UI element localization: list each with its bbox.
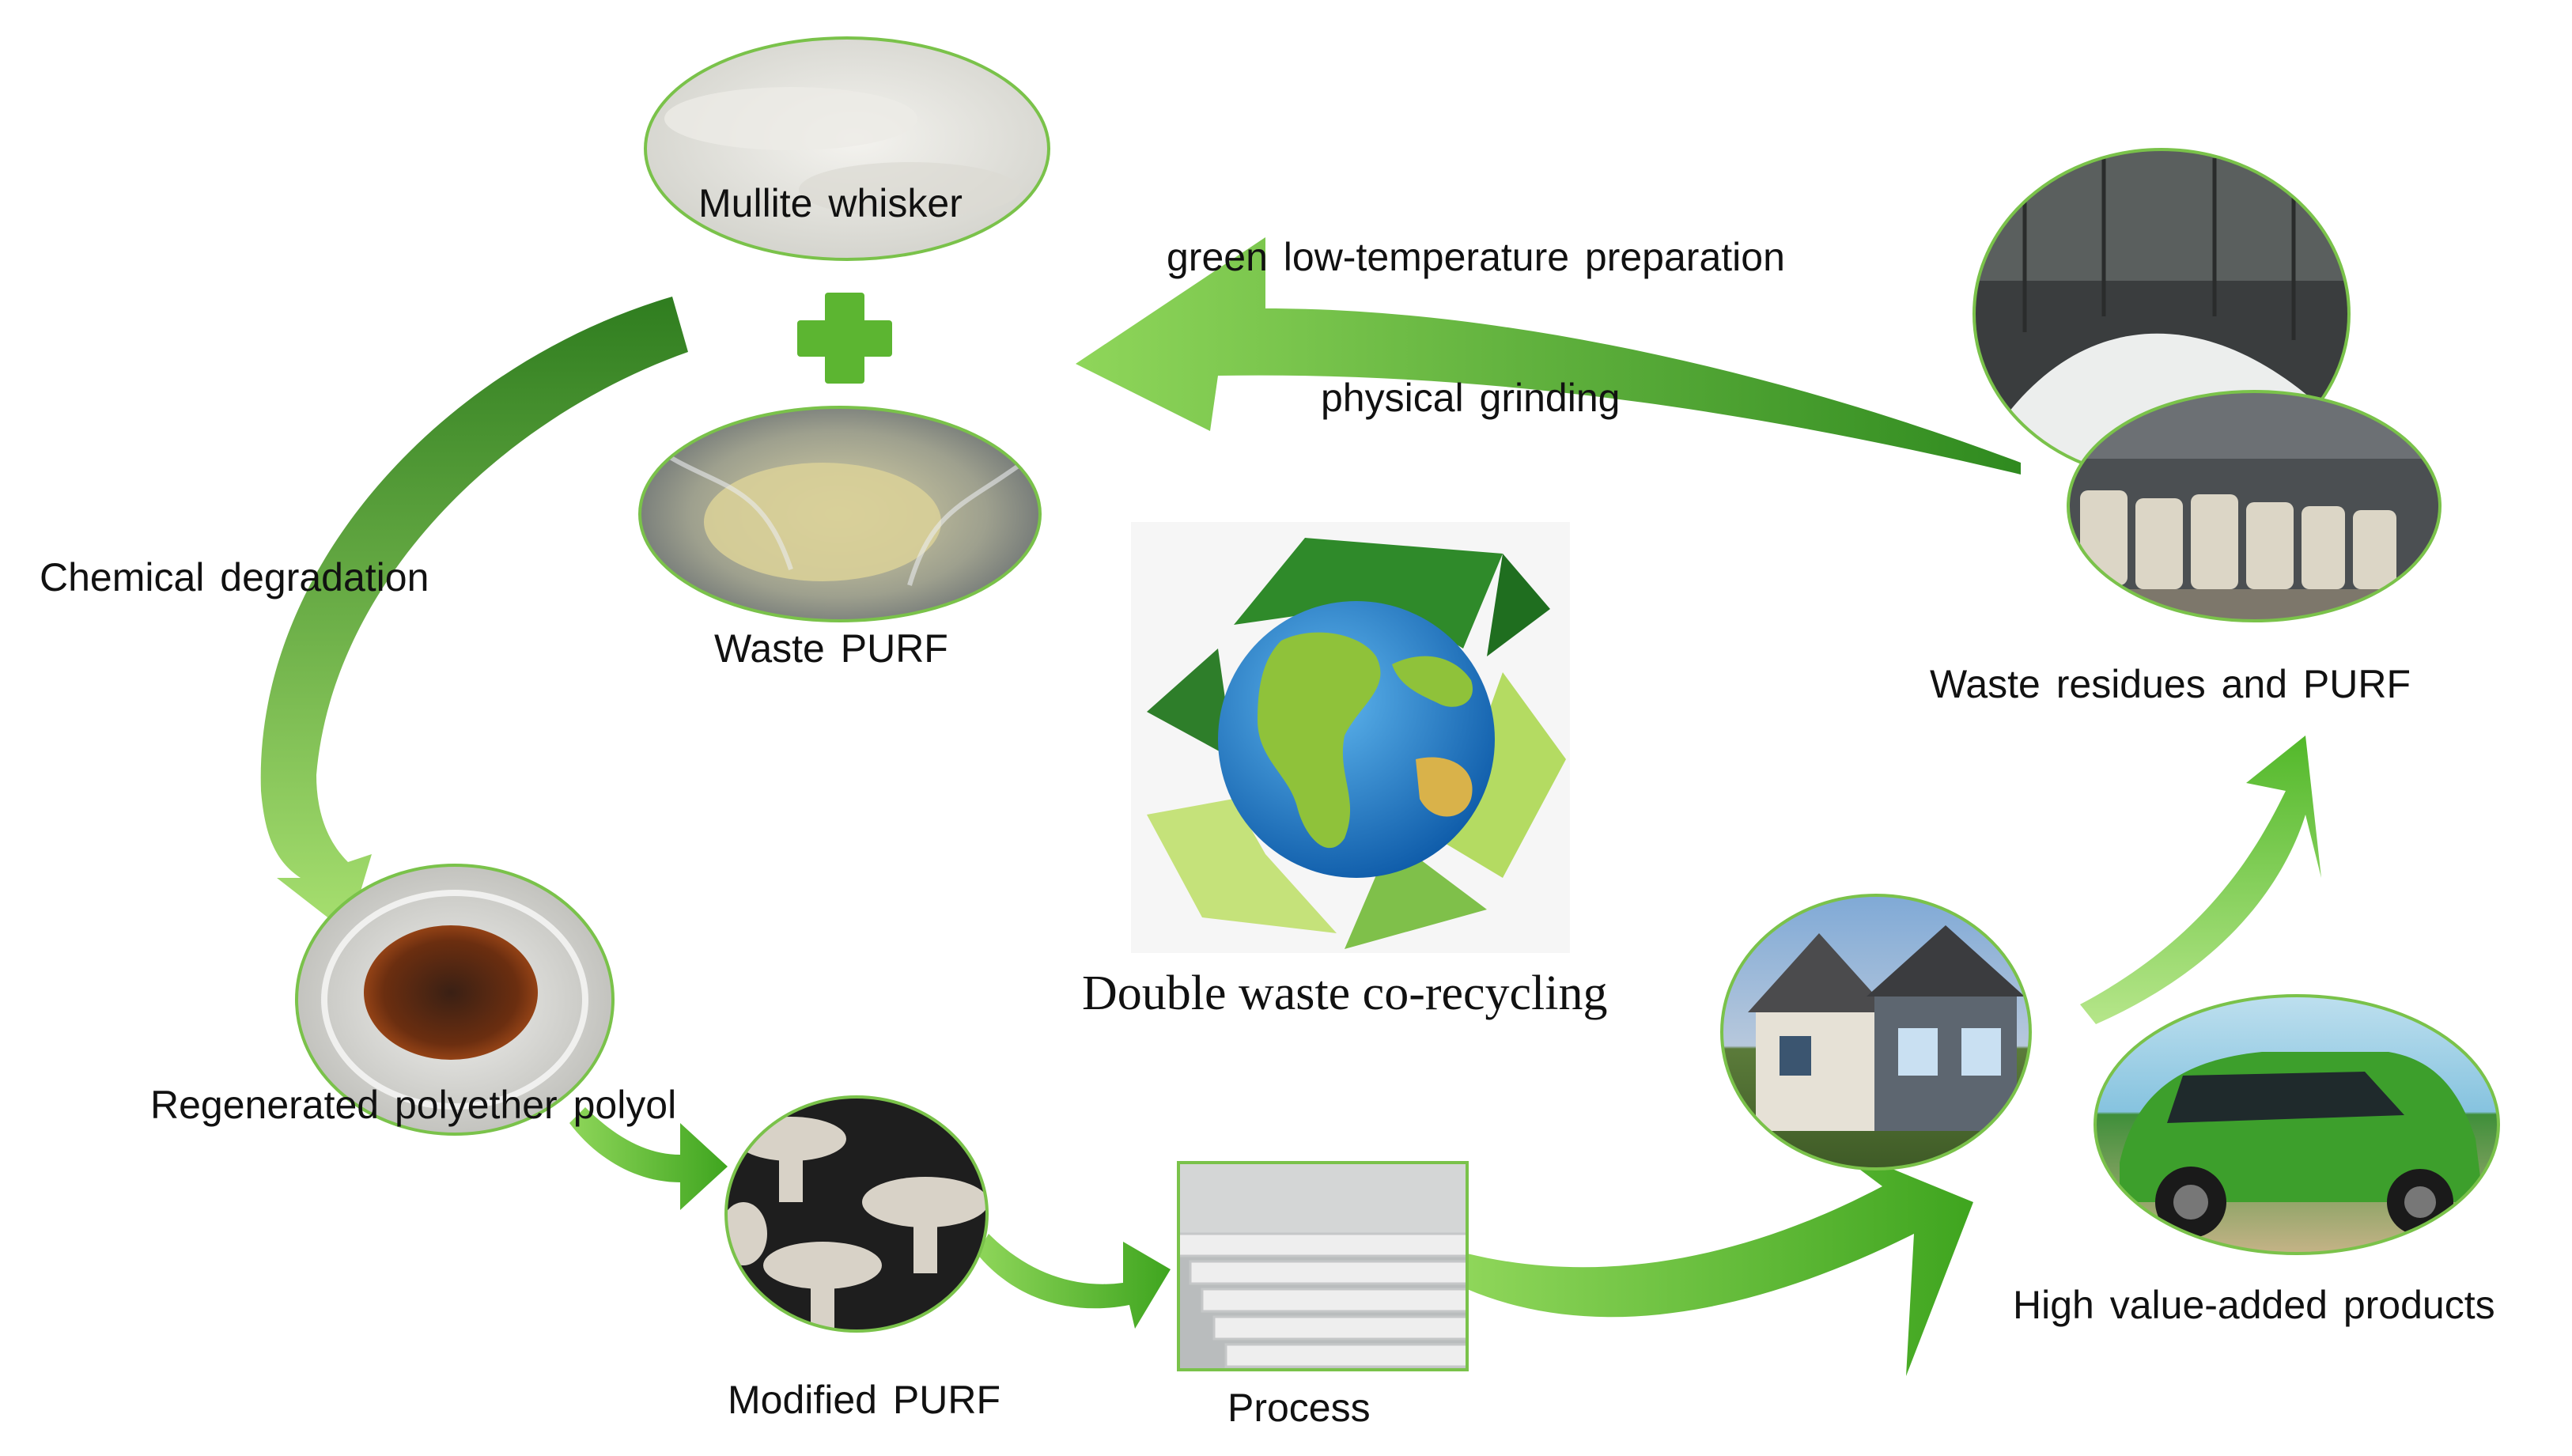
globe-icon (1218, 601, 1495, 878)
process-boards-image (1177, 1161, 1469, 1371)
label-regenerated-polyol: Regenerated polyether polyol (150, 1083, 677, 1127)
mullite-whisker-image (644, 36, 1050, 261)
arrow-to-process (977, 1234, 1171, 1329)
label-waste-residues: Waste residues and PURF (1930, 662, 2411, 706)
label-green-preparation: green low-temperature preparation (1167, 235, 1785, 279)
label-center-title: Double waste co-recycling (1082, 966, 1608, 1020)
arrow-to-modified (569, 1107, 728, 1210)
waste-purf-image (638, 406, 1042, 622)
car-image (2094, 994, 2500, 1255)
label-process: Process (1227, 1386, 1371, 1430)
arrow-to-products (1467, 1139, 1973, 1376)
waste-bags-image (2067, 390, 2442, 622)
label-waste-purf: Waste PURF (714, 626, 948, 671)
arrow-green-preparation (1076, 237, 2021, 475)
label-chemical-degradation: Chemical degradation (40, 555, 429, 599)
polyol-dish-image (295, 864, 615, 1136)
arrow-chemical-degradation (260, 297, 688, 933)
label-mullite-whisker: Mullite whisker (698, 181, 963, 225)
house-image (1720, 894, 2032, 1170)
label-high-value-products: High value-added products (2013, 1283, 2495, 1327)
arrow-to-residues (2080, 736, 2321, 1024)
plus-icon (797, 293, 892, 384)
modified-purf-image (724, 1095, 989, 1333)
label-modified-purf: Modified PURF (728, 1378, 1000, 1422)
label-physical-grinding: physical grinding (1321, 376, 1621, 420)
